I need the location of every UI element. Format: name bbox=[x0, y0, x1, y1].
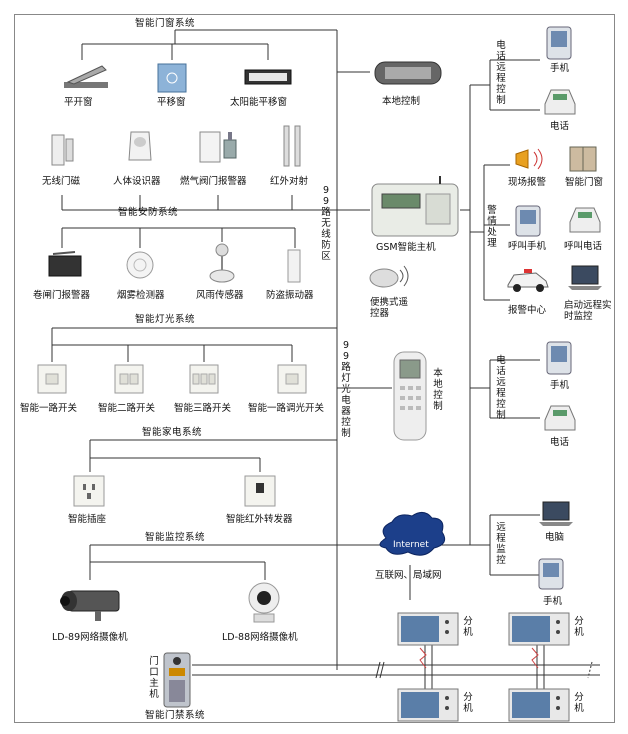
mobile-label: 手机 bbox=[550, 63, 570, 74]
dome-camera-icon bbox=[248, 582, 280, 623]
call-mobile-icon bbox=[515, 205, 541, 237]
anti-theft-vibration-icon bbox=[287, 249, 301, 283]
extension-label: 分机 bbox=[463, 692, 473, 714]
dimmer-switch-icon bbox=[277, 364, 307, 394]
remote-phone-control-mid-label: 电话远程控制 bbox=[496, 355, 506, 421]
infrared-beam-icon bbox=[283, 125, 301, 167]
solar-sliding-window-icon bbox=[244, 69, 292, 85]
remote-phone-control-label: 电话远程控制 bbox=[496, 40, 506, 106]
siren-alarm-icon bbox=[515, 148, 543, 170]
window-item-label: 太阳能平移窗 bbox=[230, 97, 288, 108]
bullet-camera-icon bbox=[60, 590, 120, 621]
internet-cloud-label: Internet bbox=[393, 540, 429, 550]
phone-label: 电话 bbox=[550, 121, 570, 132]
local-remote-control-icon bbox=[374, 61, 442, 85]
desk-phone-icon bbox=[544, 405, 576, 431]
wind-rain-sensor-icon bbox=[209, 243, 235, 283]
shutter-door-alarm-icon bbox=[48, 251, 82, 277]
intercom-extension-icon bbox=[397, 688, 459, 722]
wireless-door-sensor-icon bbox=[51, 134, 74, 166]
camera-item-label: LD-88网络摄像机 bbox=[222, 632, 298, 643]
extension-label: 分机 bbox=[574, 616, 584, 638]
security-item-label: 烟雾检测器 bbox=[117, 290, 165, 301]
lighting-remote-handset-icon bbox=[393, 351, 427, 441]
door-host-panel-icon bbox=[163, 652, 191, 708]
computer-icon bbox=[539, 501, 573, 526]
portable-remote-label: 便携式遥控器 bbox=[370, 297, 409, 319]
mobile-phone-icon bbox=[546, 341, 572, 375]
appliance-item-label: 智能红外转发器 bbox=[226, 514, 293, 525]
mobile-label: 手机 bbox=[543, 596, 563, 607]
extension-label: 分机 bbox=[574, 692, 584, 714]
appliance-system-title: 智能家电系统 bbox=[142, 427, 203, 438]
portable-remote-icon bbox=[369, 265, 409, 288]
ir-repeater-icon bbox=[244, 475, 276, 507]
remote-monitor-label: 远程监控 bbox=[496, 522, 506, 566]
window-system-title: 智能门窗系统 bbox=[135, 18, 196, 29]
alarm-center-label: 报警中心 bbox=[508, 305, 547, 316]
security-item-label: 卷闸门报警器 bbox=[33, 290, 91, 301]
security-system-title: 智能安防系统 bbox=[118, 207, 179, 218]
call-phone-label: 呼叫电话 bbox=[564, 241, 603, 252]
smoke-detector-icon bbox=[126, 251, 154, 279]
mobile-phone-icon bbox=[546, 26, 572, 60]
remote-monitor-start-label: 启动远程实时监控 bbox=[564, 300, 612, 322]
phone-label: 电话 bbox=[550, 437, 570, 448]
intercom-extension-icon bbox=[508, 612, 570, 646]
door-system-title: 智能门禁系统 bbox=[145, 710, 206, 721]
extension-label: 分机 bbox=[463, 616, 473, 638]
security-item-label: 防盗振动器 bbox=[266, 290, 314, 301]
sliding-window-icon bbox=[157, 63, 187, 93]
window-item-label: 平开窗 bbox=[64, 97, 93, 108]
camera-item-label: LD-89网络摄像机 bbox=[52, 632, 128, 643]
smart-window-label: 智能门窗 bbox=[565, 177, 604, 188]
mobile-phone-icon bbox=[538, 558, 564, 590]
gsm-host-icon bbox=[371, 176, 459, 237]
internet-label: 互联网、局域网 bbox=[375, 570, 442, 581]
mobile-label: 手机 bbox=[550, 380, 570, 391]
two-way-switch-icon bbox=[114, 364, 144, 394]
three-way-switch-icon bbox=[189, 364, 219, 394]
call-mobile-label: 呼叫手机 bbox=[508, 241, 547, 252]
monitor-system-title: 智能监控系统 bbox=[145, 532, 206, 543]
security-item-label: 风雨传感器 bbox=[196, 290, 244, 301]
appliance-item-label: 智能插座 bbox=[68, 514, 107, 525]
lighting-99-label: 99路灯光电器控制 bbox=[341, 340, 351, 439]
smart-socket-icon bbox=[73, 475, 105, 507]
local-control-mid-label: 本地控制 bbox=[433, 368, 443, 412]
security-item-label: 红外对射 bbox=[270, 176, 309, 187]
gsm-host-label: GSM智能主机 bbox=[376, 242, 436, 253]
security-item-label: 人体设识器 bbox=[113, 176, 161, 187]
gas-valve-alarm-icon bbox=[199, 131, 237, 163]
on-site-alarm-label: 现场报警 bbox=[508, 177, 547, 188]
computer-label: 电脑 bbox=[545, 532, 565, 543]
lighting-item-label: 智能一路调光开关 bbox=[248, 403, 325, 414]
police-car-icon bbox=[507, 269, 549, 292]
lighting-system-title: 智能灯光系统 bbox=[135, 314, 196, 325]
lighting-item-label: 智能二路开关 bbox=[98, 403, 156, 414]
security-item-label: 无线门磁 bbox=[42, 176, 81, 187]
security-item-label: 燃气阀门报警器 bbox=[180, 176, 247, 187]
laptop-monitor-icon bbox=[568, 265, 602, 290]
internet-cloud-icon bbox=[379, 512, 446, 556]
window-item-label: 平移窗 bbox=[157, 97, 186, 108]
intercom-extension-icon bbox=[508, 688, 570, 722]
lighting-item-label: 智能三路开关 bbox=[174, 403, 232, 414]
lighting-item-label: 智能一路开关 bbox=[20, 403, 78, 414]
alarm-handling-label: 警情处理 bbox=[487, 205, 497, 249]
casement-window-icon bbox=[64, 65, 108, 88]
one-way-switch-icon bbox=[37, 364, 67, 394]
motion-detector-icon bbox=[128, 131, 152, 161]
call-phone-icon bbox=[569, 207, 601, 233]
intercom-extension-icon bbox=[397, 612, 459, 646]
smart-window-icon bbox=[569, 146, 597, 172]
door-host-label: 门口主机 bbox=[149, 656, 159, 700]
local-control-label: 本地控制 bbox=[382, 96, 421, 107]
desk-phone-icon bbox=[544, 89, 576, 115]
wireless-zone-label: 99路无线防区 bbox=[321, 185, 331, 262]
